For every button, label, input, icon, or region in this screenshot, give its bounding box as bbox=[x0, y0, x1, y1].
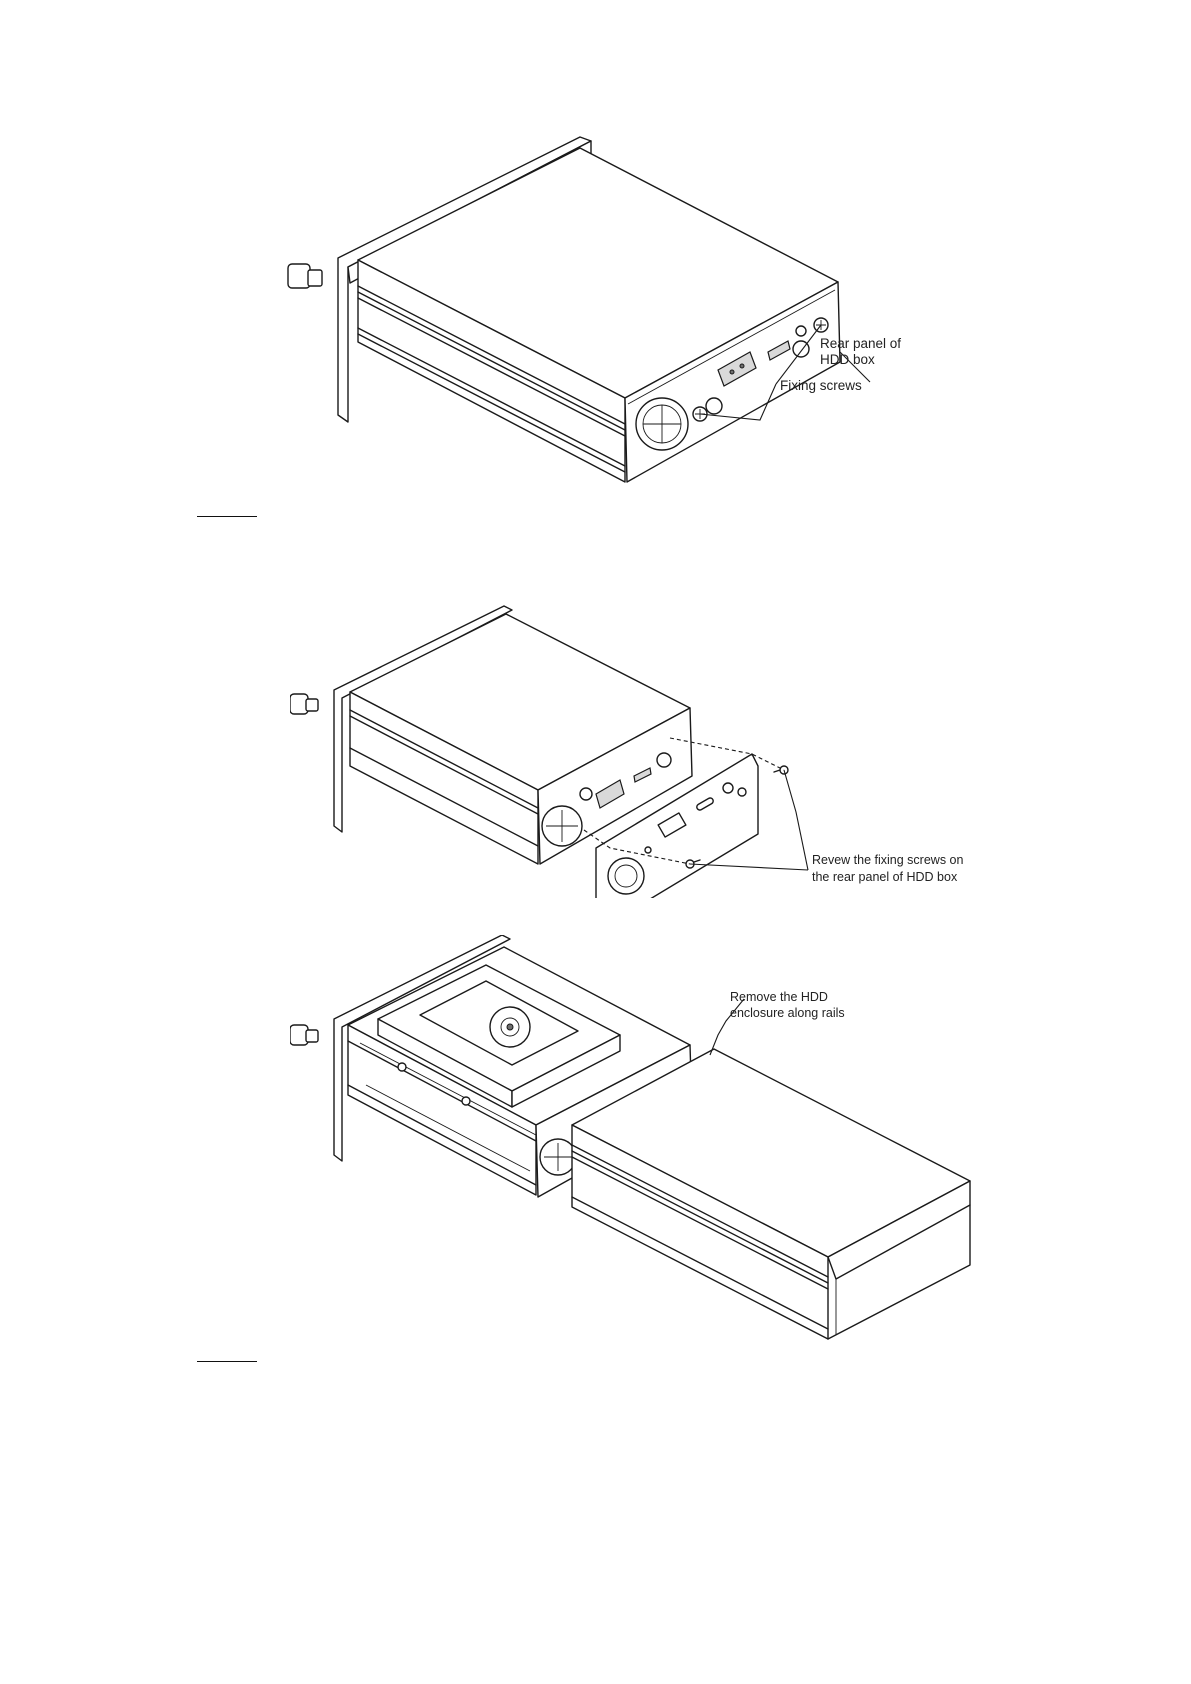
hdd-box-drawing: Rear panel of HDD box Fixing screws bbox=[280, 120, 1000, 520]
fixing-screw-top-icon bbox=[774, 766, 788, 774]
label-remove-enclosure-line2: enclosure along rails bbox=[730, 1006, 845, 1020]
thumb-screw-icon bbox=[290, 1025, 308, 1045]
label-remove-screws-line2: the rear panel of HDD box bbox=[812, 870, 958, 884]
label-rear-panel-line2: HDD box bbox=[820, 352, 875, 367]
rear-plate-fan-opening bbox=[608, 858, 644, 894]
label-rear-panel-line1: Rear panel of bbox=[820, 336, 901, 351]
label-remove-screws-line1: Revew the fixing screws on bbox=[812, 853, 964, 867]
step-divider-2 bbox=[197, 1361, 257, 1362]
figure-remove-rear-panel-screws: Revew the fixing screws on the rear pane… bbox=[290, 598, 990, 898]
step-divider-1 bbox=[197, 516, 257, 517]
hdd-enclosure-exploded-drawing: Remove the HDD enclosure along rails bbox=[290, 935, 1020, 1345]
figure-hdd-box-rear-panel: Rear panel of HDD box Fixing screws bbox=[280, 120, 1000, 520]
figure-remove-hdd-enclosure: Remove the HDD enclosure along rails bbox=[290, 935, 1020, 1345]
thumb-screw-icon bbox=[288, 264, 310, 288]
rear-panel-exploded-drawing: Revew the fixing screws on the rear pane… bbox=[290, 598, 990, 898]
label-fixing-screws: Fixing screws bbox=[780, 378, 862, 393]
thumb-screw-icon bbox=[290, 694, 308, 714]
label-remove-enclosure-line1: Remove the HDD bbox=[730, 990, 828, 1004]
